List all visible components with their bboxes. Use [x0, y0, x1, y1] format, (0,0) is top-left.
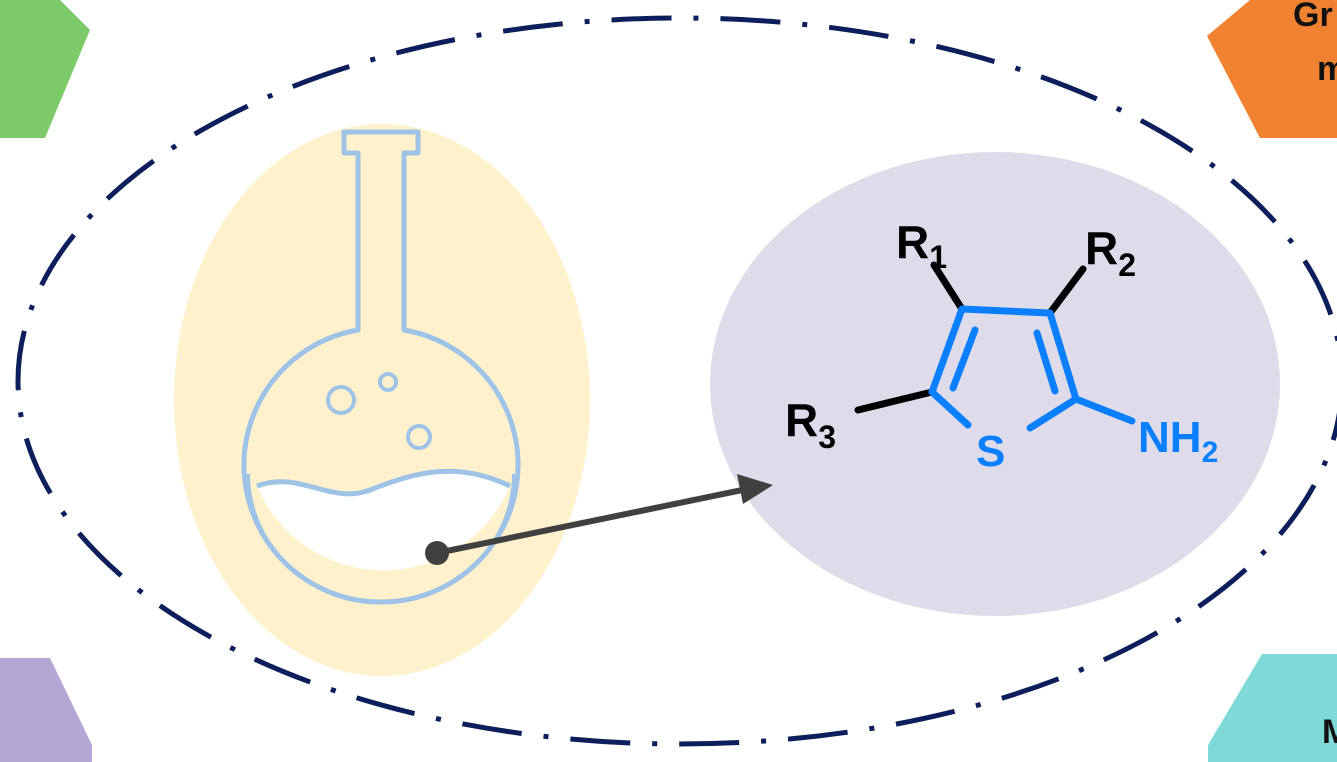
ring-bond-c2-s — [1026, 395, 1080, 432]
hex-bottom-left — [0, 658, 92, 762]
thiophene-ring — [928, 305, 1136, 432]
label-sulfur: S — [976, 427, 1005, 476]
label-r3: R3 — [785, 394, 836, 455]
label-r2-sub: 2 — [1118, 247, 1136, 283]
bubble-3 — [406, 424, 432, 450]
bubble-1 — [326, 385, 356, 415]
top-right-fragment-1: Gr — [1293, 0, 1333, 34]
product-ellipse — [710, 152, 1280, 616]
label-r3-sub: 3 — [818, 419, 836, 455]
top-right-fragment-2: m — [1317, 50, 1337, 88]
thiophene-structure: R1 R2 R3 S NH2 — [785, 216, 1218, 476]
ring-bond-c3-c2 — [1046, 309, 1080, 403]
ring-bond-c3-c4 — [958, 305, 1054, 317]
hex-top-left — [0, 0, 90, 138]
label-r1-sub: 1 — [929, 239, 947, 275]
label-r2: R2 — [1085, 222, 1136, 283]
bottom-right-fragment: M — [1322, 713, 1337, 751]
ring-bond-c4-c5 — [928, 305, 966, 396]
bond-r1 — [930, 261, 966, 313]
flask-icon — [241, 129, 521, 605]
bond-r2 — [1046, 265, 1087, 317]
bond-r3 — [854, 388, 936, 414]
bubble-2 — [378, 372, 398, 392]
ring-double-inner-left — [949, 326, 979, 392]
ring-bond-c5-s — [928, 388, 972, 429]
label-r1: R1 — [896, 216, 947, 275]
label-nh2-sub: 2 — [1202, 436, 1219, 469]
label-r1-letter: R — [896, 216, 929, 268]
label-nh2-main: NH — [1138, 413, 1202, 462]
outer-dash-dot-ellipse — [15, 15, 1337, 747]
label-nh2: NH2 — [1138, 413, 1218, 469]
ring-double-inner-right — [1033, 329, 1059, 395]
bond-nh2 — [1072, 395, 1136, 425]
hex-bottom-right — [1208, 654, 1337, 762]
flask-liquid-surface — [256, 468, 512, 497]
label-r2-letter: R — [1085, 222, 1118, 274]
reaction-arrow — [425, 474, 773, 565]
flask-outline-inner — [246, 473, 516, 604]
arrow-tail-dot — [425, 541, 449, 565]
flask-halo — [174, 124, 590, 676]
arrow-head — [737, 474, 773, 504]
arrow-shaft — [436, 485, 753, 556]
hex-top-right — [1207, 0, 1337, 138]
label-r3-letter: R — [785, 394, 818, 446]
flask-liquid — [257, 471, 510, 571]
